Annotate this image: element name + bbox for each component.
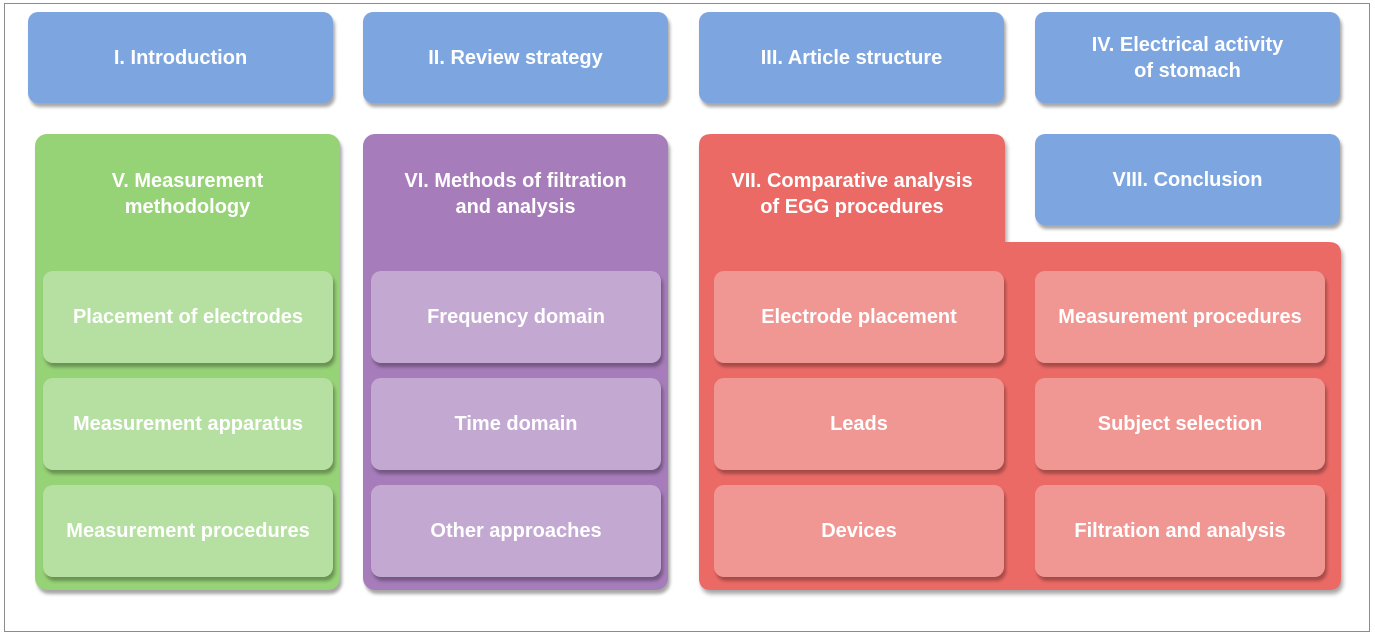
item-placement-of-electrodes: Placement of electrodes	[43, 271, 333, 363]
item-measurement-apparatus: Measurement apparatus	[43, 378, 333, 470]
item-electrode-placement: Electrode placement	[714, 271, 1004, 363]
panel-measurement-methodology-title: V. Measurement methodology	[111, 170, 264, 218]
item-measurement-procedures: Measurement procedures	[43, 485, 333, 577]
item-time-domain: Time domain	[371, 378, 661, 470]
section-conclusion-label: VIII. Conclusion	[1112, 168, 1263, 191]
section-review-strategy-label: II. Review strategy	[428, 46, 603, 69]
panel-filtration-analysis-title: VI. Methods of filtration and analysis	[404, 170, 627, 218]
panel-measurement-methodology: V. Measurement methodology Placement of …	[35, 134, 340, 590]
section-introduction: I. Introduction	[28, 12, 333, 103]
panel-comparative-analysis-title: VII. Comparative analysis of EGG procedu…	[731, 170, 973, 218]
section-electrical-activity-label: IV. Electrical activity of stomach	[1091, 33, 1284, 82]
panel-comparative-analysis-fill	[699, 134, 1341, 590]
item-measurement-procedures-egg: Measurement procedures	[1035, 271, 1325, 363]
section-article-structure: III. Article structure	[699, 12, 1004, 103]
section-electrical-activity: IV. Electrical activity of stomach	[1035, 12, 1340, 103]
item-subject-selection: Subject selection	[1035, 378, 1325, 470]
item-frequency-domain: Frequency domain	[371, 271, 661, 363]
section-conclusion: VIII. Conclusion	[1035, 134, 1340, 225]
panel-filtration-analysis: VI. Methods of filtration and analysis F…	[363, 134, 668, 590]
item-filtration-and-analysis: Filtration and analysis	[1035, 485, 1325, 577]
panel-comparative-analysis-shape	[699, 134, 1341, 590]
section-review-strategy: II. Review strategy	[363, 12, 668, 103]
item-leads: Leads	[714, 378, 1004, 470]
item-other-approaches: Other approaches	[371, 485, 661, 577]
section-introduction-label: I. Introduction	[113, 46, 248, 69]
item-devices: Devices	[714, 485, 1004, 577]
section-article-structure-label: III. Article structure	[760, 46, 943, 69]
diagram-frame: I. Introduction II. Review strategy III.…	[4, 3, 1370, 632]
